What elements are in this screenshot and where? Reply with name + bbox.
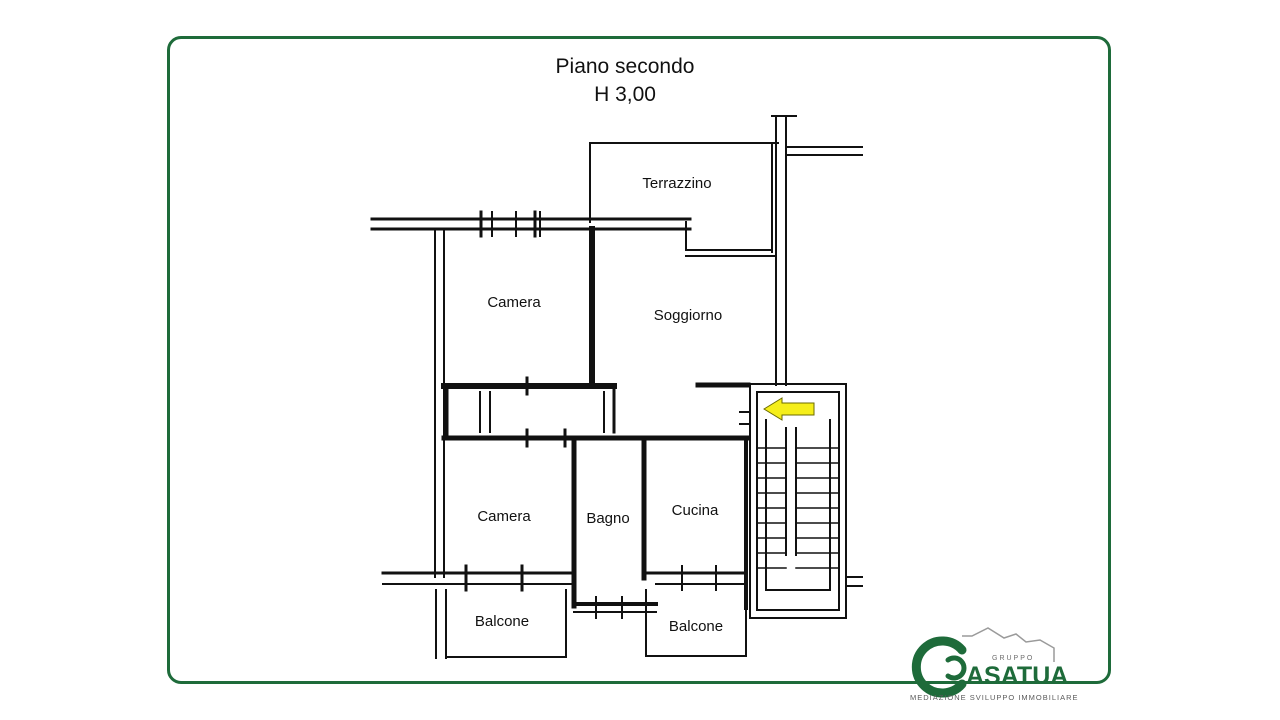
room-label-camera-bottom: Camera: [477, 508, 531, 525]
floor-title: Piano secondo: [555, 55, 695, 78]
room-label-bagno: Bagno: [586, 510, 629, 527]
terrace-walls: [589, 142, 779, 257]
drawing-frame: [167, 36, 1111, 684]
west-wall: [434, 228, 445, 659]
stair-treads: [756, 447, 840, 569]
logo-group-label: GRUPPO: [992, 655, 1034, 662]
company-logo: GRUPPO ASATUA MEDIAZIONE SVILUPPO IMMOBI…: [910, 627, 1079, 702]
room-label-terrazzino: Terrazzino: [642, 175, 711, 192]
skyline-outline: [962, 627, 1055, 662]
spiral-c-logo-icon: [911, 636, 967, 698]
hallway-walls: [441, 376, 751, 448]
room-label-camera-top: Camera: [487, 294, 541, 311]
shaft-walls: [771, 115, 863, 386]
south-walls: [381, 564, 748, 592]
entrance-arrow-icon: [763, 397, 815, 421]
room-label-balcone-right: Balcone: [669, 618, 723, 635]
north-wall: [370, 210, 692, 238]
logo-brand: ASATUA: [966, 662, 1068, 690]
floor-height: H 3,00: [594, 83, 656, 106]
room-label-cucina: Cucina: [672, 502, 719, 519]
walls: [370, 115, 863, 659]
logo-tagline: MEDIAZIONE SVILUPPO IMMOBILIARE: [910, 693, 1079, 702]
room-label-balcone-left: Balcone: [475, 613, 529, 630]
balcony-walls: [445, 589, 747, 659]
stairwell: [739, 383, 863, 619]
room-label-soggiorno: Soggiorno: [654, 307, 722, 324]
bathroom-walls: [571, 435, 658, 619]
